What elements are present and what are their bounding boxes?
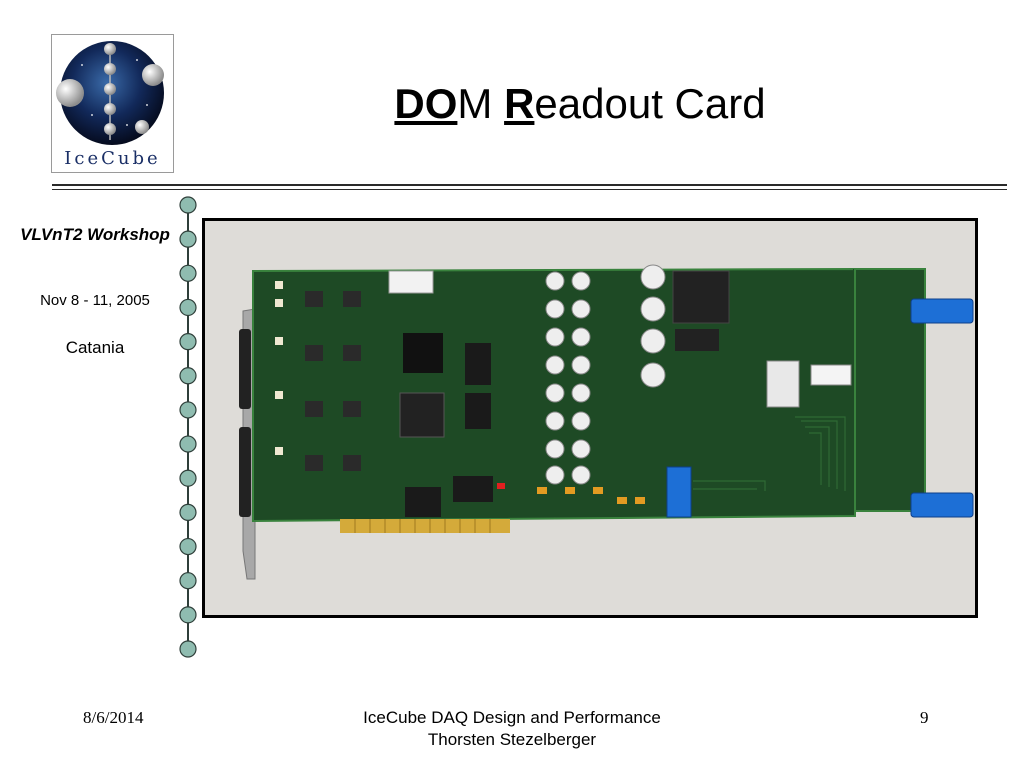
workshop-name: VLVnT2 Workshop	[20, 225, 170, 244]
chain-bead	[179, 401, 197, 419]
title-m: M	[457, 80, 493, 127]
slide-title: DOM Readout Card	[300, 78, 860, 130]
chain-bead	[179, 435, 197, 453]
footer-date: 8/6/2014	[83, 708, 144, 727]
readout-card-photo	[202, 218, 978, 618]
page-number: 9	[920, 708, 929, 727]
chain-bead	[179, 196, 197, 214]
chain-bead	[179, 640, 197, 658]
workshop-location: Catania	[65, 338, 125, 357]
chain-bead	[179, 333, 197, 351]
title-eadout-card: eadout Card	[534, 80, 766, 127]
footer-title: IceCube DAQ Design and Performance Thors…	[312, 707, 712, 751]
chain-bead	[179, 469, 197, 487]
chain-bead	[179, 572, 197, 590]
title-bold-r: R	[504, 80, 535, 127]
chain-bead	[179, 264, 197, 282]
logo-wordmark: IceCube	[64, 148, 160, 169]
chain-bead	[179, 298, 197, 317]
bead-chain	[179, 196, 197, 658]
title-bold-do: DO	[394, 80, 458, 127]
chain-bead	[179, 230, 197, 248]
chain-bead	[179, 367, 197, 385]
title-divider-thin	[52, 189, 1007, 190]
chain-bead	[179, 537, 197, 556]
title-divider	[52, 184, 1007, 186]
chain-bead	[179, 503, 197, 521]
icecube-logo: IceCube	[51, 34, 174, 173]
chain-bead	[179, 606, 197, 624]
footer-author: Thorsten Stezelberger	[427, 730, 597, 749]
workshop-dates: Nov 8 - 11, 2005	[40, 292, 150, 309]
footer-title-line1: IceCube DAQ Design and Performance	[363, 708, 661, 727]
